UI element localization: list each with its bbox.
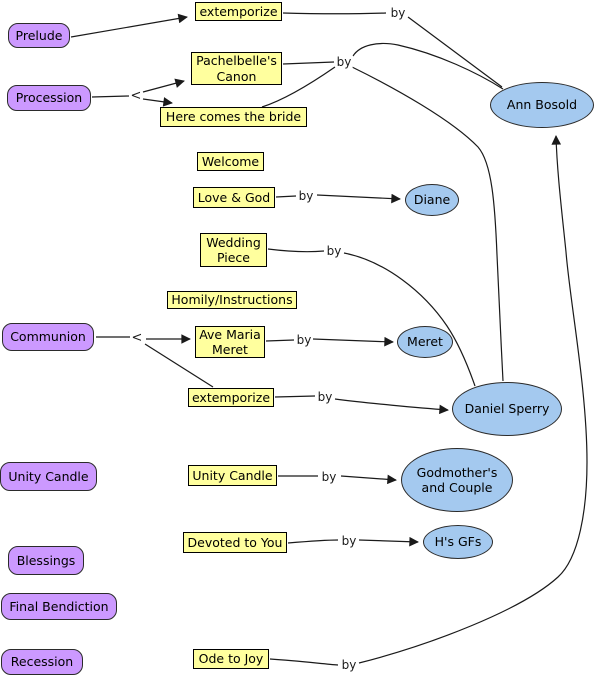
node-diane[interactable]: Diane [405, 184, 459, 216]
edge-branch-extemporize2 [144, 343, 214, 388]
edge-weddingpiece-by [267, 248, 325, 253]
edge-label-by-3[interactable]: by [297, 189, 315, 203]
edge-label-by-5[interactable]: by [295, 333, 313, 347]
edge-label-by-4[interactable]: by [325, 244, 343, 258]
node-homily-instructions[interactable]: Homily/Instructions [167, 291, 297, 309]
edge-extemporize2-by [274, 395, 316, 398]
branch-label-procession[interactable]: < [130, 88, 142, 104]
node-ann-bosold[interactable]: Ann Bosold [490, 82, 594, 128]
edge-by-diane [316, 193, 401, 204]
node-procession[interactable]: Procession [7, 85, 91, 111]
node-communion[interactable]: Communion [2, 323, 94, 351]
node-love-and-god[interactable]: Love & God [193, 187, 275, 208]
node-pachelbelles-canon[interactable]: Pachelbelle's Canon [191, 52, 282, 85]
edge-label-by-9[interactable]: by [340, 658, 358, 672]
edge-branch-canon [142, 78, 185, 93]
node-here-comes-the-bride[interactable]: Here comes the bride [160, 107, 307, 127]
edge-lovegod-by [275, 195, 297, 198]
edge-label-by-8[interactable]: by [340, 534, 358, 548]
node-daniel-sperry[interactable]: Daniel Sperry [452, 382, 562, 436]
edge-by-danielsperry-2 [343, 252, 476, 387]
edge-odetojoy-by [269, 658, 339, 666]
edge-devoted-by [287, 539, 339, 544]
edge-label-by-1[interactable]: by [389, 6, 407, 20]
node-final-bendiction[interactable]: Final Bendiction [1, 593, 117, 620]
node-wedding-piece[interactable]: Wedding Piece [200, 233, 267, 267]
node-ode-to-joy[interactable]: Ode to Joy [193, 649, 269, 669]
node-prelude[interactable]: Prelude [8, 23, 70, 48]
edge-label-by-6[interactable]: by [316, 390, 334, 404]
edge-canon-by [282, 61, 335, 65]
edge-extemporize-by [282, 12, 387, 15]
edge-by-danielsperry-1 [351, 66, 504, 382]
edge-by-annbosold-3 [358, 135, 588, 664]
edge-by-meret [312, 336, 394, 347]
edge-by-danielsperry-3 [334, 398, 449, 415]
node-ave-maria-meret[interactable]: Ave Maria Meret [195, 326, 265, 358]
edge-bride-by [261, 66, 336, 108]
edge-by-annbosold-1 [407, 16, 503, 88]
edge-by-godmothers [340, 474, 397, 485]
edge-branch-bride [142, 97, 173, 107]
edge-procession-branch [91, 95, 130, 98]
node-blessings[interactable]: Blessings [8, 546, 84, 575]
node-unity-candle-song[interactable]: Unity Candle [188, 465, 277, 486]
branch-label-communion[interactable]: < [131, 330, 143, 346]
node-meret[interactable]: Meret [397, 326, 453, 358]
node-devoted-to-you[interactable]: Devoted to You [183, 532, 287, 553]
edge-by-annbosold-2 [352, 42, 504, 90]
edge-label-by-2[interactable]: by [335, 55, 353, 69]
node-hs-gfs[interactable]: H's GFs [423, 525, 493, 559]
node-recession[interactable]: Recession [1, 649, 83, 675]
edge-avemaria-by [265, 339, 295, 342]
edge-by-hsgfs [358, 536, 419, 547]
node-unity-candle-stage[interactable]: Unity Candle [0, 462, 97, 491]
node-welcome[interactable]: Welcome [197, 152, 264, 171]
node-godmothers-and-couple[interactable]: Godmother's and Couple [401, 448, 513, 512]
edge-label-by-7[interactable]: by [320, 470, 338, 484]
node-extemporize-communion[interactable]: extemporize [188, 388, 274, 407]
node-extemporize-prelude[interactable]: extemporize [195, 2, 282, 21]
edge-prelude-extemporize [70, 13, 188, 38]
